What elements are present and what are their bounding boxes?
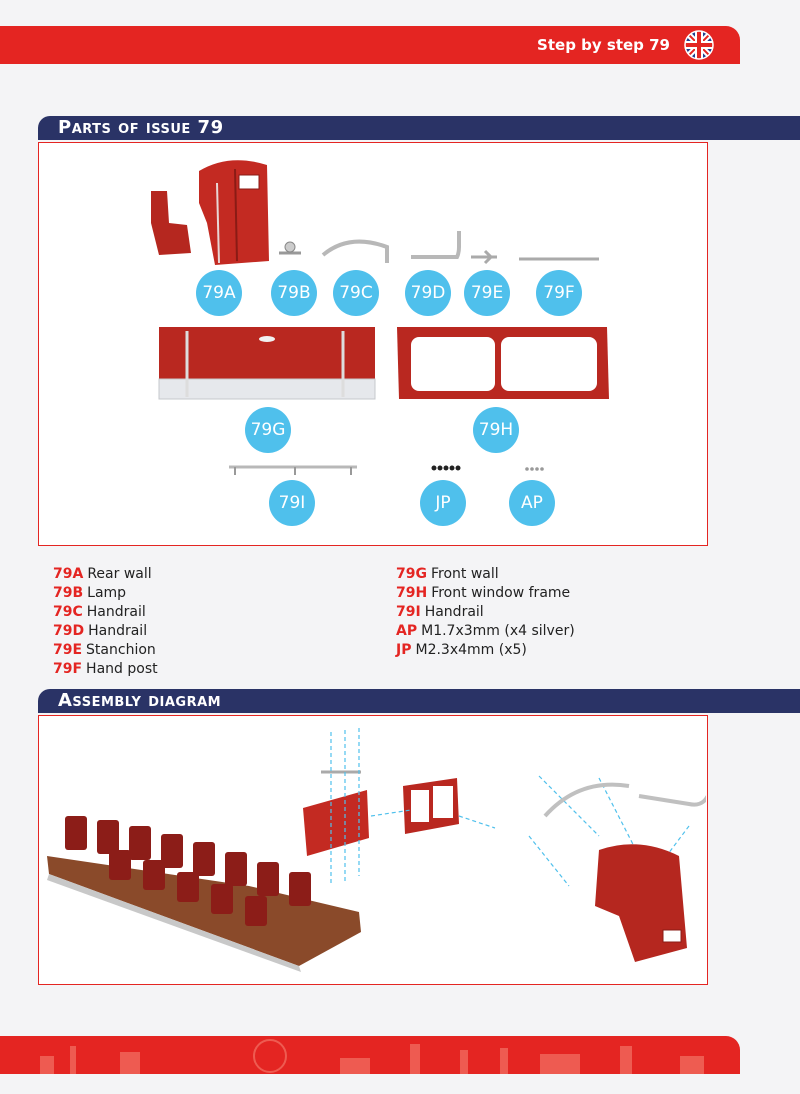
handrail-c-part-image bbox=[321, 239, 389, 263]
badge-79g: 79G bbox=[245, 407, 291, 453]
ap-screws-part-image bbox=[525, 467, 544, 471]
parts-section-title: Parts of issue 79 bbox=[58, 117, 224, 138]
front-window-frame-part-image bbox=[397, 327, 609, 399]
handrail-i-part-image bbox=[229, 465, 357, 475]
badge-79e: 79E bbox=[464, 270, 510, 316]
assembly-section-header: Assembly diagram bbox=[38, 689, 800, 713]
badge-79f: 79F bbox=[536, 270, 582, 316]
seating-floor-image bbox=[47, 816, 361, 972]
badge-jp: JP bbox=[420, 480, 466, 526]
assembly-guide-lines bbox=[330, 728, 690, 887]
badge-79c: 79C bbox=[333, 270, 379, 316]
badge-79b: 79B bbox=[271, 270, 317, 316]
badge-79h: 79H bbox=[473, 407, 519, 453]
front-wall-part-image bbox=[158, 327, 376, 400]
parts-illustration bbox=[151, 160, 609, 475]
step-label: Step by step 79 bbox=[537, 36, 670, 54]
front-wall-assembly-image bbox=[303, 770, 459, 856]
assembly-illustration bbox=[47, 728, 706, 972]
rear-wall-assembly-image bbox=[543, 782, 706, 962]
badge-79i: 79I bbox=[269, 480, 315, 526]
parts-section-header: Parts of issue 79 bbox=[38, 116, 800, 140]
london-skyline-icon bbox=[40, 1039, 704, 1074]
parts-frame: 79A 79B 79C 79D 79E 79F 79G 79H 79I JP A… bbox=[38, 142, 708, 546]
rear-wall-part-image bbox=[151, 160, 269, 265]
lamp-part-image bbox=[279, 241, 301, 255]
badge-79a: 79A bbox=[196, 270, 242, 316]
uk-flag-icon bbox=[684, 30, 714, 60]
jp-screws-part-image bbox=[431, 465, 461, 471]
handrail-d-part-image bbox=[411, 231, 461, 259]
header-bar: Step by step 79 bbox=[0, 26, 740, 64]
badge-79d: 79D bbox=[405, 270, 451, 316]
badge-ap: AP bbox=[509, 480, 555, 526]
stanchion-part-image bbox=[471, 249, 497, 265]
footer-skyline-bar bbox=[0, 1036, 740, 1074]
assembly-frame bbox=[38, 715, 708, 985]
assembly-section-title: Assembly diagram bbox=[58, 690, 222, 711]
